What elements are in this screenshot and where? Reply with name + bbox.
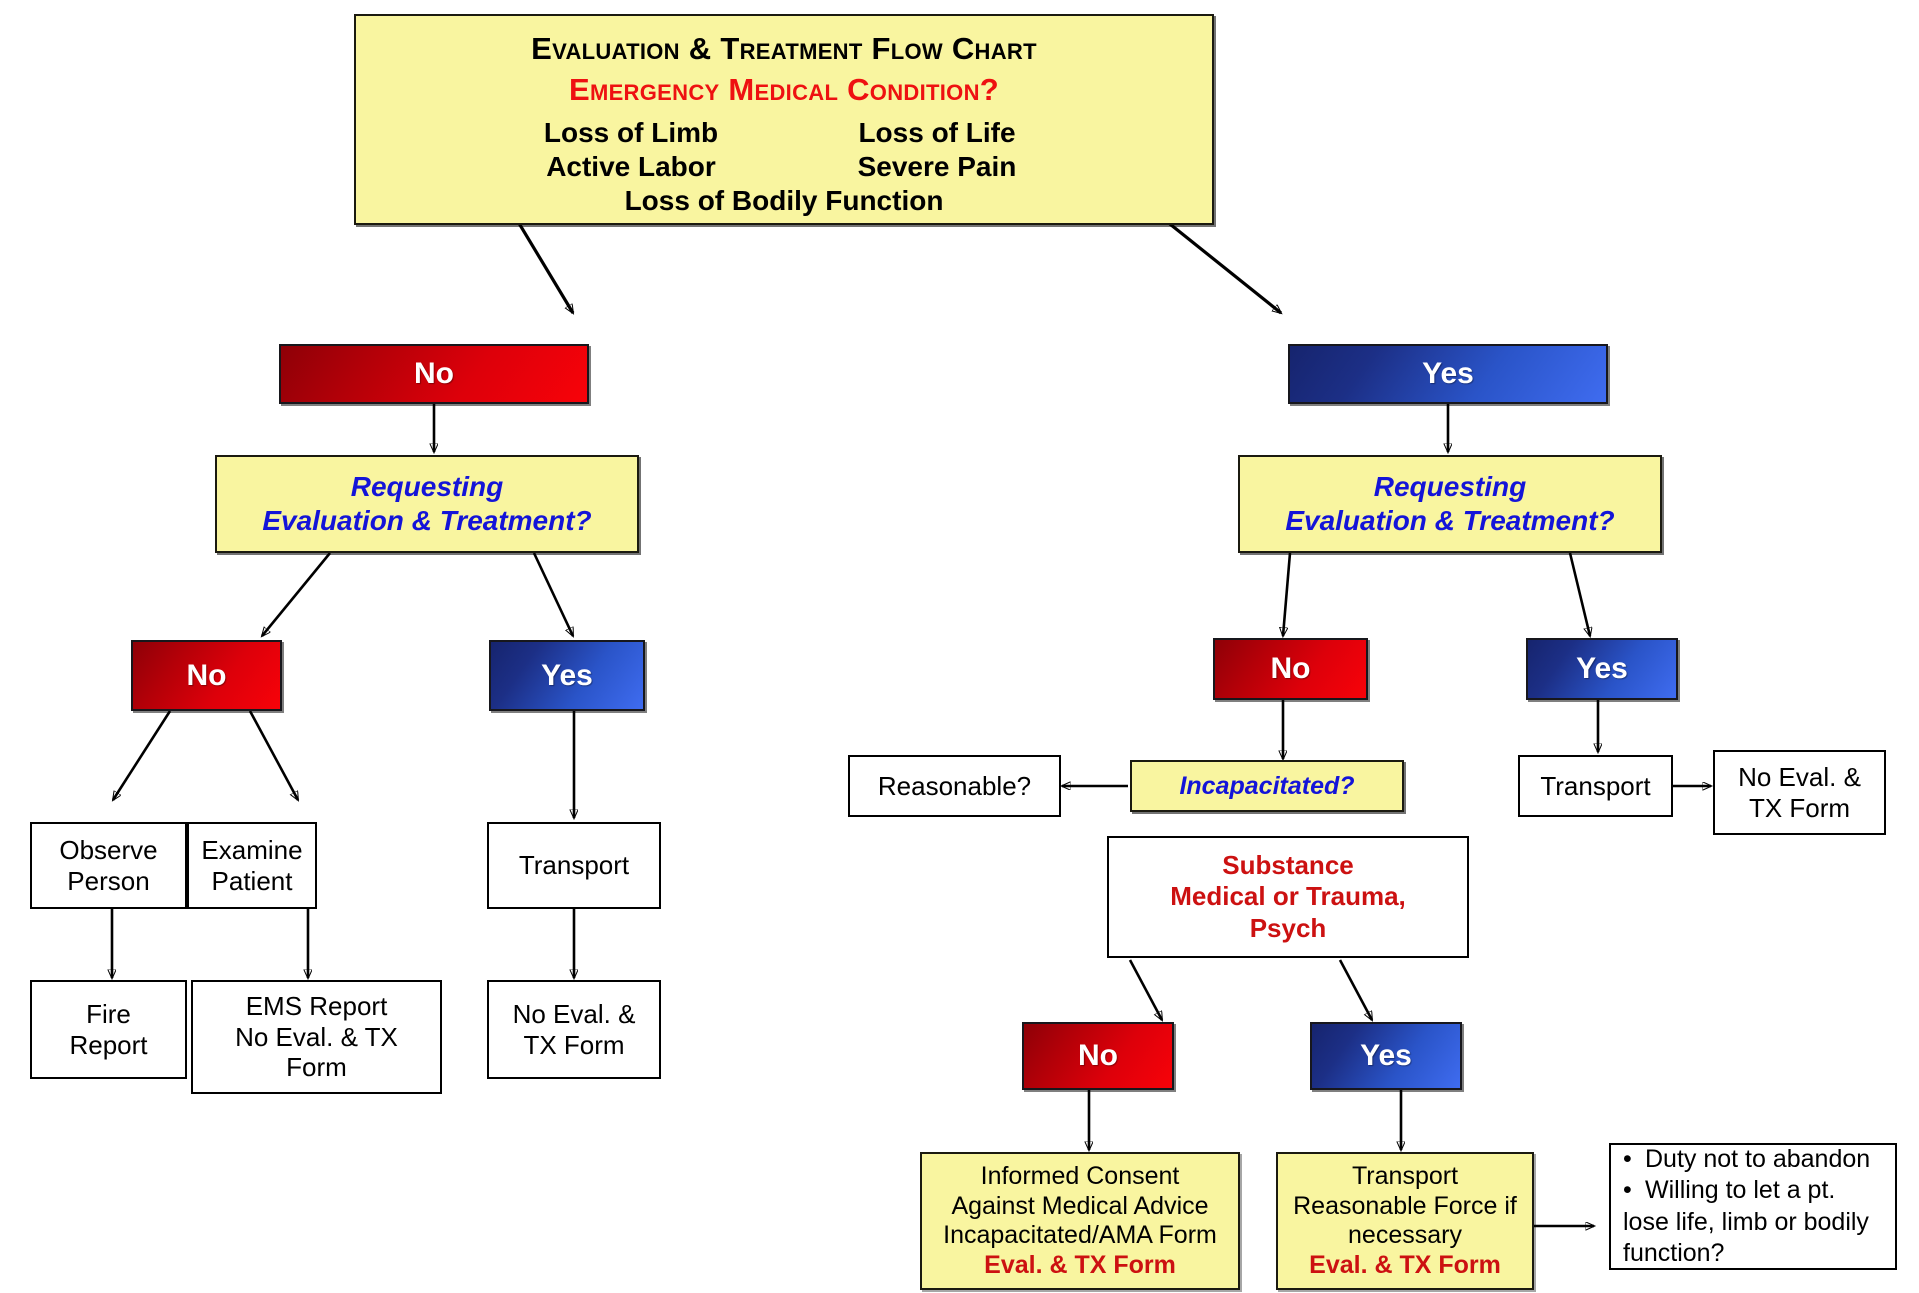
right-answer-no-3[interactable]: No (1022, 1022, 1174, 1090)
examine-patient-box[interactable]: Examine Patient (187, 822, 317, 909)
bullet-icon: • (1623, 1144, 1632, 1173)
right-answer-yes[interactable]: Yes (1288, 344, 1608, 404)
incapacitated-box[interactable]: Incapacitated? (1130, 760, 1404, 812)
informed-consent-line4: Eval. & TX Form (984, 1250, 1176, 1279)
informed-consent-box[interactable]: Informed Consent Against Medical Advice … (920, 1152, 1240, 1290)
observe-person-line2: Person (67, 865, 150, 896)
criterion-loss-of-limb: Loss of Limb (543, 116, 719, 148)
left-transport-label: Transport (518, 850, 630, 881)
reasonable-label: Reasonable? (877, 770, 1032, 801)
incapacitated-label: Incapacitated? (1179, 772, 1355, 800)
transport-force-line4: Eval. & TX Form (1309, 1250, 1501, 1279)
observe-person-box[interactable]: Observe Person (30, 822, 187, 909)
ems-report-line1: EMS Report (245, 990, 388, 1021)
note-bullet-2: •Willing to let a pt. (1623, 1175, 1835, 1207)
right-answer-no-2-label: No (1270, 652, 1311, 686)
informed-consent-line2: Against Medical Advice (951, 1191, 1209, 1220)
substance-box[interactable]: Substance Medical or Trauma, Psych (1107, 836, 1469, 958)
transport-force-line1: Transport (1351, 1162, 1459, 1190)
right-answer-yes-2[interactable]: Yes (1526, 638, 1678, 700)
left-transport-box[interactable]: Transport (487, 822, 661, 909)
right-answer-yes-label: Yes (1422, 357, 1474, 391)
left-answer-yes-2[interactable]: Yes (489, 640, 645, 711)
left-no-eval-line2: TX Form (523, 1029, 625, 1060)
page-title: Evaluation & Treatment Flow Chart (531, 31, 1037, 66)
substance-line2: Medical or Trauma, (1170, 881, 1406, 912)
right-answer-yes-2-label: Yes (1576, 652, 1628, 686)
criterion-loss-of-life: Loss of Life (858, 116, 1016, 148)
note-continuation-2: function? (1623, 1239, 1725, 1267)
left-decision-line2: Evaluation & Treatment? (262, 505, 592, 536)
header-subtitle: Emergency Medical Condition? (568, 71, 999, 107)
examine-patient-line2: Patient (211, 865, 293, 896)
bullet-icon: • (1623, 1176, 1632, 1204)
ems-report-line3: Form (286, 1052, 347, 1083)
fire-report-line2: Report (69, 1029, 148, 1060)
emergency-criteria-grid: Loss of Limb Loss of Life Active Labor S… (481, 116, 1087, 184)
right-transport-label: Transport (1540, 770, 1651, 801)
observe-person-line1: Observe (59, 834, 158, 865)
reasonable-box[interactable]: Reasonable? (848, 755, 1061, 817)
substance-line1: Substance (1222, 850, 1354, 881)
informed-consent-line1: Informed Consent (980, 1162, 1180, 1190)
right-answer-no-3-label: No (1078, 1039, 1118, 1073)
right-decision-requesting[interactable]: Requesting Evaluation & Treatment? (1238, 455, 1662, 553)
left-decision-line1: Requesting (350, 471, 504, 503)
criterion-active-labor: Active Labor (546, 150, 716, 182)
left-answer-no-2[interactable]: No (131, 640, 282, 711)
informed-consent-line3: Incapacitated/AMA Form (943, 1221, 1217, 1249)
right-no-eval-line2: TX Form (1748, 792, 1851, 823)
left-decision-requesting[interactable]: Requesting Evaluation & Treatment? (215, 455, 639, 553)
note-continuation-1: lose life, limb or bodily (1623, 1207, 1869, 1236)
left-no-eval-line1: No Eval. & (512, 998, 636, 1029)
left-no-eval-form-box[interactable]: No Eval. & TX Form (487, 980, 661, 1079)
substance-line3: Psych (1249, 912, 1327, 943)
right-decision-line1: Requesting (1373, 471, 1527, 503)
fire-report-box[interactable]: Fire Report (30, 980, 187, 1079)
transport-force-box[interactable]: Transport Reasonable Force if necessary … (1276, 1152, 1534, 1290)
right-answer-yes-3-label: Yes (1360, 1039, 1412, 1073)
notes-box[interactable]: •Duty not to abandon •Willing to let a p… (1609, 1143, 1897, 1270)
left-answer-no-2-label: No (186, 658, 227, 692)
right-no-eval-line1: No Eval. & (1738, 761, 1861, 792)
left-answer-no[interactable]: No (279, 344, 589, 404)
right-answer-yes-3[interactable]: Yes (1310, 1022, 1462, 1090)
right-transport-box[interactable]: Transport (1518, 755, 1673, 817)
left-answer-yes-2-label: Yes (541, 658, 593, 692)
examine-patient-line1: Examine (201, 834, 303, 865)
criterion-loss-of-bodily-function: Loss of Bodily Function (624, 184, 944, 216)
ems-report-line2: No Eval. & TX (235, 1021, 398, 1052)
fire-report-line1: Fire (86, 998, 131, 1029)
header-box: Evaluation & Treatment Flow Chart Emerge… (354, 14, 1214, 225)
transport-force-line3: necessary (1348, 1221, 1462, 1249)
left-answer-no-label: No (414, 357, 454, 391)
right-answer-no-2[interactable]: No (1213, 638, 1368, 700)
right-no-eval-form-box[interactable]: No Eval. & TX Form (1713, 750, 1886, 835)
ems-report-box[interactable]: EMS Report No Eval. & TX Form (191, 980, 442, 1094)
criterion-severe-pain: Severe Pain (857, 150, 1017, 182)
note-bullet-1: •Duty not to abandon (1623, 1144, 1870, 1176)
right-decision-line2: Evaluation & Treatment? (1285, 505, 1615, 536)
transport-force-line2: Reasonable Force if (1293, 1191, 1517, 1220)
